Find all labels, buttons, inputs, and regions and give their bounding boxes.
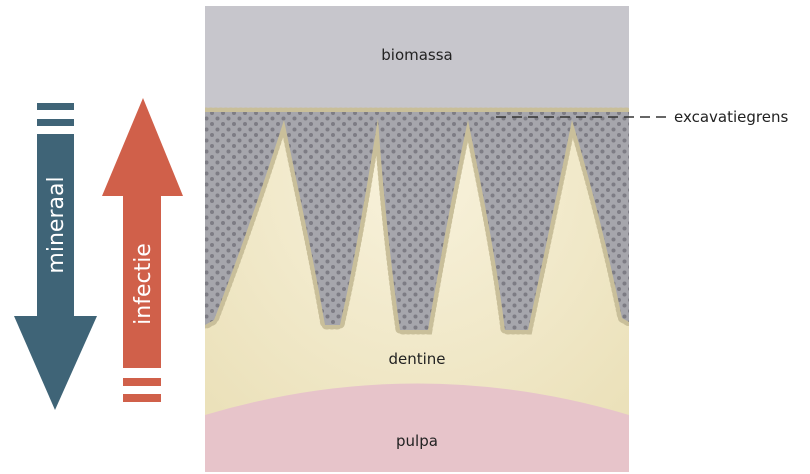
excavation-limit-label: excavatiegrens bbox=[674, 108, 788, 126]
pulp-label: pulpa bbox=[396, 432, 438, 450]
infection-arrow-stripe bbox=[123, 394, 161, 402]
dentine-label: dentine bbox=[388, 350, 445, 368]
infection-arrow-head bbox=[102, 98, 183, 196]
infection-arrow-label: infectie bbox=[131, 243, 156, 325]
mineral-arrow-head bbox=[14, 316, 97, 410]
mineral-arrow-stripe bbox=[37, 103, 74, 110]
mineral-arrow-label: mineraal bbox=[44, 176, 69, 273]
biomass-label: biomassa bbox=[381, 46, 453, 64]
mineral-arrow-stripe bbox=[37, 119, 74, 126]
tooth-section-panel bbox=[205, 6, 629, 472]
infection-arrow-stripe bbox=[123, 378, 161, 386]
